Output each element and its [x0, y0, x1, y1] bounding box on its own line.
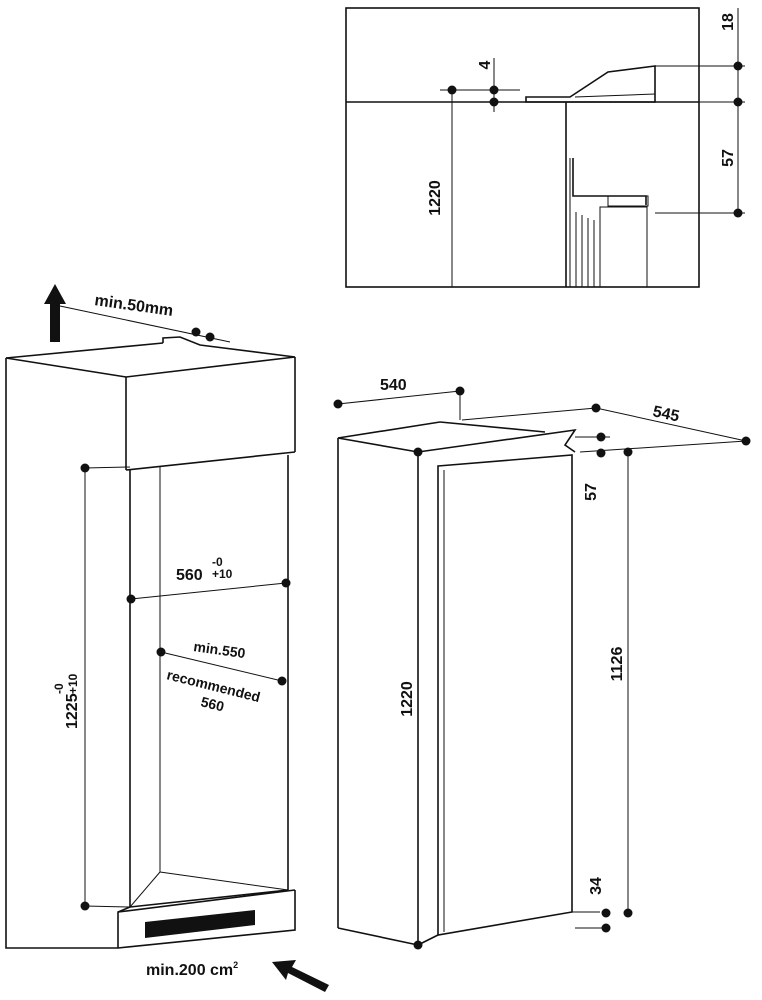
appliance-height-label: 1220	[399, 681, 416, 717]
detail-dim-57: 57	[720, 149, 737, 167]
niche-width-label: 560	[176, 567, 203, 584]
appliance-view: 540 545 57 1220 1126 34	[333, 377, 751, 950]
niche-height-tol-upper: -0	[52, 683, 66, 694]
niche-vent-bottom-label: min.200 cm2	[146, 960, 238, 979]
appliance-width-label: 540	[380, 377, 407, 394]
niche-width-tol-lower: +10	[212, 567, 233, 581]
appliance-depth-label: 545	[651, 403, 681, 425]
appliance-bottom-gap-label: 34	[588, 877, 605, 895]
niche-height-label: 1225	[64, 693, 81, 729]
vent-arrow-icon	[272, 960, 329, 992]
appliance-door	[437, 454, 573, 936]
appliance-door-height-label: 1126	[609, 647, 626, 682]
detail-dim-18: 18	[720, 13, 737, 31]
detail-dim-4: 4	[477, 60, 494, 69]
vent-grille	[145, 910, 255, 938]
niche-depth-min-label: min.550	[193, 638, 247, 661]
niche-view: min.50mm 560 -0 +10 min.550 recommended …	[5, 284, 329, 992]
vent-up-arrow-icon	[44, 284, 66, 342]
niche-depth-recommended-value: 560	[199, 693, 226, 714]
detail-view: 1220 4 18 57	[345, 7, 745, 288]
appliance-top-gap-label: 57	[583, 483, 600, 501]
detail-frame	[345, 7, 700, 288]
detail-dim-1220: 1220	[427, 180, 444, 216]
niche-width-tol-upper: -0	[212, 555, 223, 569]
niche-height-tol-lower: +10	[66, 673, 80, 694]
